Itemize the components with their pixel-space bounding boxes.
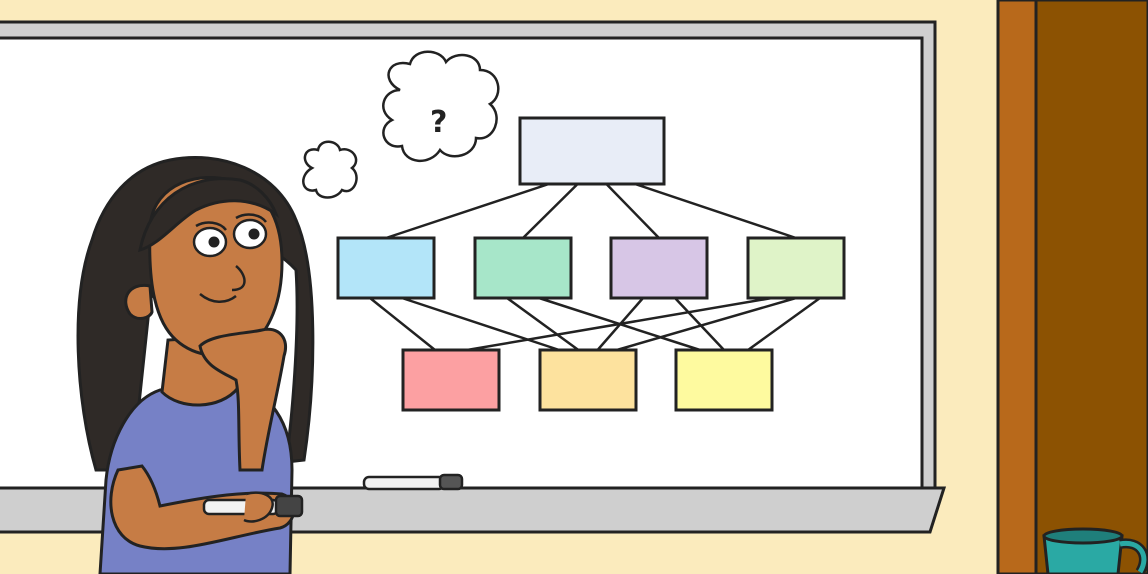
thought-bubble-large: ? [382,50,500,162]
diagram-edge-root-m4 [634,182,797,240]
fingers [243,491,274,523]
diagram-edge-m4-b3 [747,296,821,352]
diagram-edge-root-m1 [385,182,550,240]
diagram-box-m2 [473,236,573,300]
ear [124,283,154,320]
marker-on-tray[interactable] [362,473,464,491]
diagram-box-root [518,116,666,186]
thinking-person [76,156,315,574]
hand-at-chin [198,327,287,472]
diagram-edge-m4-b1 [466,296,773,352]
door [996,0,1148,574]
mouth [199,293,237,303]
diagram-edge-m1-b2 [401,296,560,352]
eyes [192,213,268,258]
diagram-edge-root-m2 [522,183,579,239]
diagram-edge-m2-b2 [506,296,580,352]
diagram-edge-root-m3 [605,183,660,239]
mug[interactable] [1042,527,1148,574]
thought-bubble-small [302,140,358,199]
question-mark: ? [430,105,447,140]
hair-fringe [138,177,280,253]
diagram-boxes [336,116,846,412]
diagram-box-m1 [336,236,436,300]
diagram-edge-m1-b1 [369,297,436,351]
diagram-box-m3 [609,236,709,300]
diagram-edge-m4-b2 [616,296,797,352]
diagram-edges [369,182,821,352]
hierarchy-diagram [336,116,846,412]
diagram-edge-m3-b3 [674,297,725,351]
diagram-box-m4 [746,236,846,300]
diagram-box-b3 [674,348,774,412]
diagram-box-b2 [538,348,638,412]
nose [231,265,246,292]
arm [109,464,296,551]
diagram-box-b1 [401,348,501,412]
